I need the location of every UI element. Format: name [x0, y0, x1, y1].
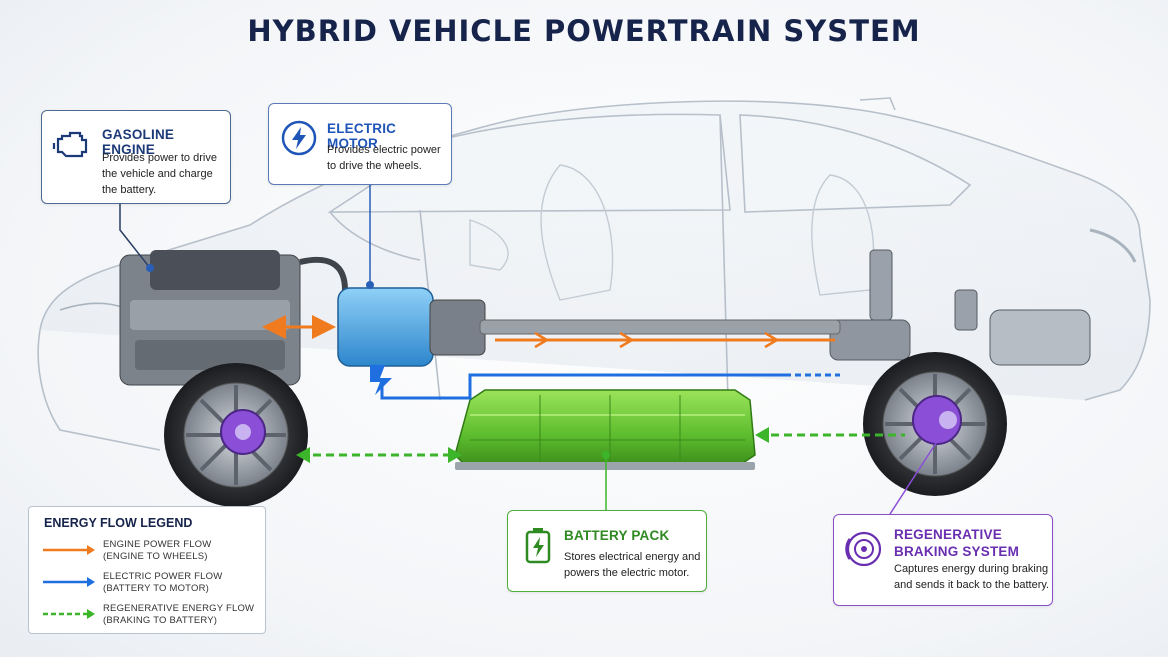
battery-pack-callout: BATTERY PACK Stores electrical energy an…	[507, 510, 707, 592]
engine-flow-arrowheads	[534, 331, 780, 349]
legend-item-sublabel: (BRAKING TO BATTERY)	[103, 615, 218, 626]
front-wheel	[164, 363, 308, 507]
drive-shaft	[479, 319, 841, 335]
battery-pack	[454, 389, 756, 470]
legend-item-electric-flow: ELECTRIC POWER FLOW (BATTERY TO MOTOR)	[41, 571, 261, 599]
callout-connectors	[119, 185, 944, 515]
battery-callout-title: BATTERY PACK	[564, 528, 670, 543]
energy-flow-legend: ENERGY FLOW LEGEND ENGINE POWER FLOW (EN…	[28, 506, 266, 634]
engine-icon	[52, 131, 88, 158]
gasoline-engine-callout: GASOLINE ENGINE Provides power to drive …	[41, 110, 231, 204]
orange-arrow-icon	[43, 545, 95, 555]
rear-suspension	[829, 249, 1091, 366]
engine-callout-title: GASOLINE ENGINE	[102, 127, 175, 157]
legend-item-label: REGENERATIVE ENERGY FLOW	[103, 603, 255, 614]
legend-item-label: ENGINE POWER FLOW	[103, 539, 212, 550]
regen-callout-desc: Captures energy during braking and sends…	[894, 563, 1050, 591]
rear-wheel	[863, 352, 1007, 496]
battery-callout-desc: Stores electrical energy and powers the …	[564, 551, 701, 579]
legend-item-regen-flow: REGENERATIVE ENERGY FLOW (BRAKING TO BAT…	[41, 603, 261, 631]
legend-title: ENERGY FLOW LEGEND	[44, 516, 193, 530]
brake-disc-icon	[845, 531, 882, 567]
regen-callout-title: REGENERATIVE BRAKING SYSTEM	[894, 527, 1020, 559]
battery-icon	[525, 528, 551, 564]
legend-item-engine-flow: ENGINE POWER FLOW (ENGINE TO WHEELS)	[41, 539, 261, 567]
green-dashed-arrow-icon	[43, 609, 95, 619]
motor-callout-title: ELECTRIC MOTOR	[327, 121, 397, 151]
legend-item-sublabel: (BATTERY TO MOTOR)	[103, 583, 210, 594]
legend-item-label: ELECTRIC POWER FLOW	[103, 571, 223, 582]
motor-callout-desc: Provides electric power to drive the whe…	[327, 144, 441, 172]
page-title: HYBRID VEHICLE POWERTRAIN SYSTEM	[247, 14, 921, 48]
electric-power-flow	[380, 373, 840, 400]
lightning-icon	[281, 120, 317, 156]
legend-item-sublabel: (ENGINE TO WHEELS)	[103, 551, 208, 562]
electric-motor-callout: ELECTRIC MOTOR Provides electric power t…	[268, 103, 452, 185]
regen-flow-arrowheads	[296, 427, 769, 463]
blue-arrow-icon	[43, 577, 95, 587]
electric-motor	[337, 287, 486, 395]
engine-callout-desc: Provides power to drive the vehicle and …	[102, 152, 217, 196]
regen-energy-flow	[300, 433, 905, 457]
engine-block	[119, 250, 348, 386]
regen-braking-callout: REGENERATIVE BRAKING SYSTEM Captures ene…	[833, 514, 1053, 606]
